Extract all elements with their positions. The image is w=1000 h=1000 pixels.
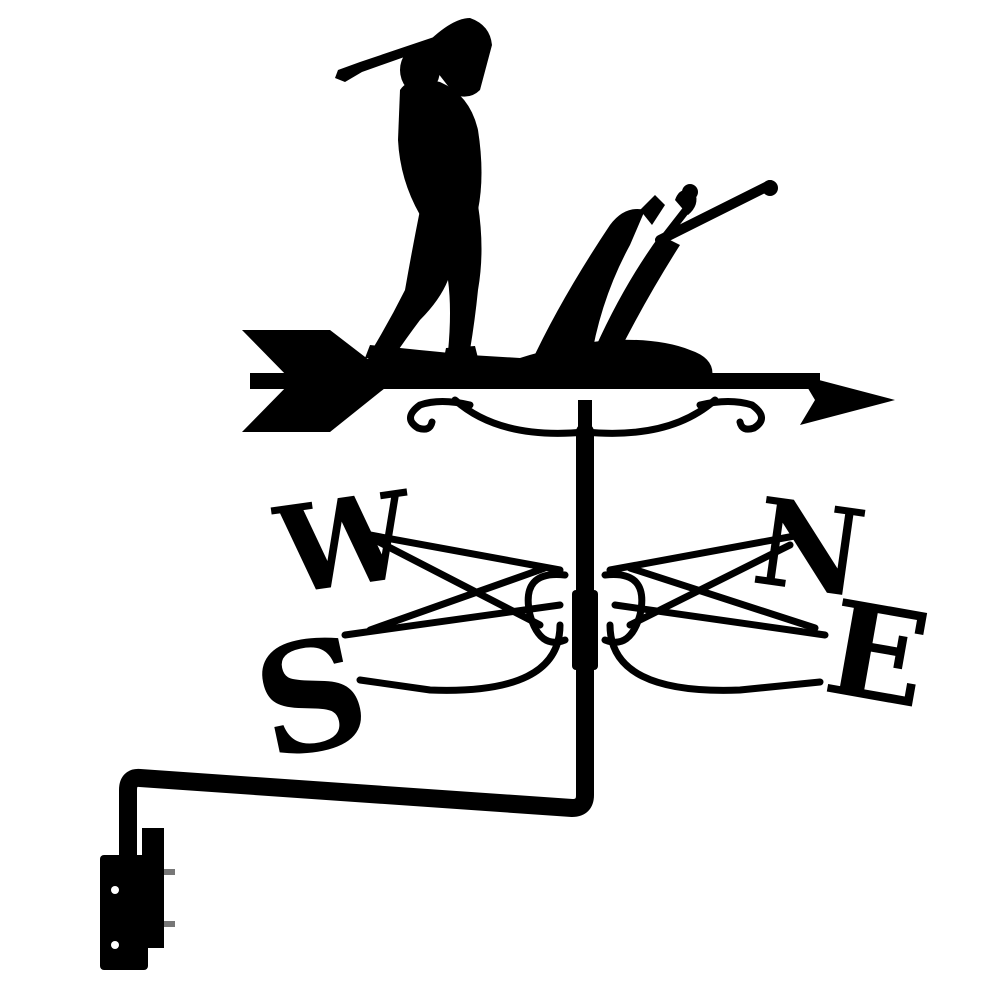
mounting-arm — [119, 423, 594, 914]
golf-bag — [530, 180, 778, 365]
north-letter: N — [745, 471, 873, 626]
central-pole — [572, 400, 598, 680]
golfer-silhouette — [335, 18, 492, 360]
west-letter: W — [266, 464, 423, 623]
arrow-head — [800, 375, 895, 425]
wall-bracket — [100, 828, 175, 970]
compass-arms — [341, 531, 829, 694]
scroll-ornament — [407, 396, 765, 437]
